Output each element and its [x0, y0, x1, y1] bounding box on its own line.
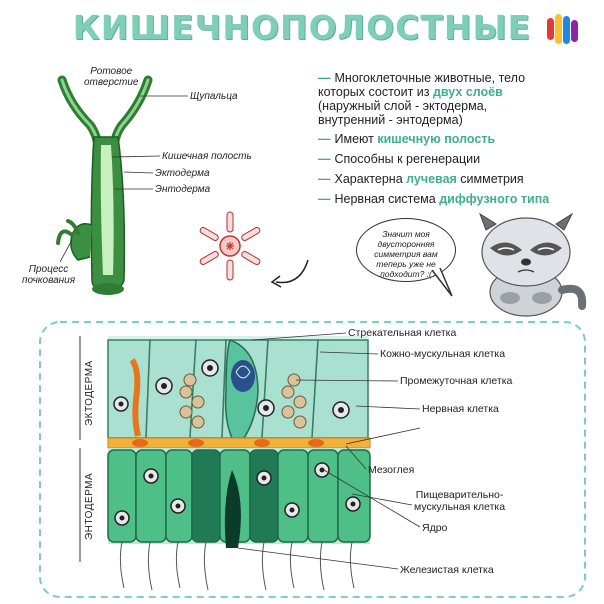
layer-label-ectoderm: ЭКТОДЕРМА [84, 360, 95, 426]
label-nucleus: Ядро [422, 522, 448, 534]
label-endoderm: Энтодерма [155, 184, 211, 195]
fact-regeneration: —Способны к регенерации [318, 152, 481, 166]
label-intermediate-cell: Промежуточная клетка [400, 375, 513, 387]
label-ectoderm: Эктодерма [155, 168, 210, 179]
layer-label-endoderm: ЭНТОДЕРМА [84, 472, 95, 540]
fact-gut-cavity: —Имеют кишечную полость [318, 132, 496, 146]
radial-symmetry-icon [199, 211, 309, 288]
label-digestive-muscle-cell: Пищеварительно-мускульная клетка [414, 489, 506, 513]
label-tentacles: Щупальца [190, 91, 238, 102]
raccoon-mascot-icon [479, 212, 587, 317]
brand-logo-icon [547, 14, 578, 44]
label-mesoglea: Мезоглея [368, 464, 415, 476]
label-gut-cavity: Кишечная полость [162, 151, 252, 162]
fact-nervous-system: —Нервная система диффузного типа [318, 192, 550, 206]
page-title: КИШЕЧНОПОЛОСТНЫЕ [72, 8, 532, 47]
fact-multicellular: —Многоклеточные животные, тело которых с… [318, 71, 526, 127]
label-stinging-cell: Стрекательная клетка [348, 327, 457, 339]
hydra-illustration [56, 75, 153, 295]
fact-symmetry: —Характерна лучевая симметрия [318, 172, 524, 186]
label-skin-muscle-cell: Кожно-мускульная клетка [380, 348, 506, 360]
label-glandular-cell: Железистая клетка [400, 564, 494, 576]
label-nerve-cell: Нервная клетка [422, 403, 499, 415]
speech-bubble-text: Значит моя двусторонняя симметрия вам те… [374, 229, 438, 279]
